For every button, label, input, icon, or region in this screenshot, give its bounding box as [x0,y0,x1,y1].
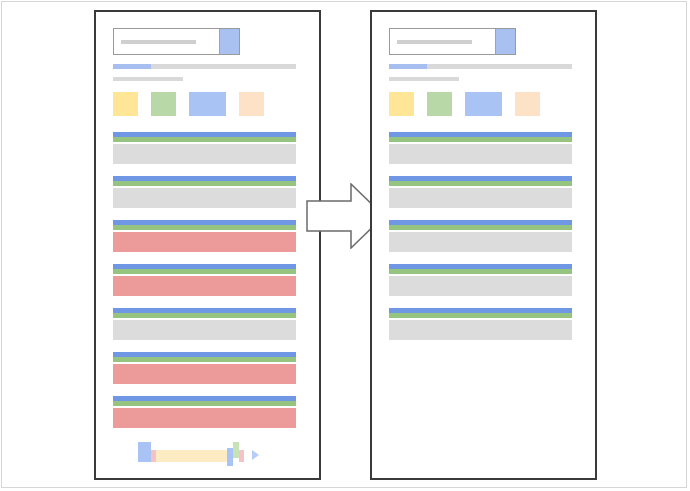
list-item[interactable] [113,396,296,428]
pager-thumb[interactable] [227,448,233,466]
pager-thumb-alt[interactable] [233,442,239,458]
row-body [389,232,572,252]
panel-after [370,10,597,480]
row-body [389,188,572,208]
row-header-stripe-green [113,313,296,318]
pager-track[interactable] [156,450,227,462]
row-header-stripe-green [113,357,296,362]
filter-chip-green[interactable] [427,92,452,116]
row-body [113,364,296,384]
row-header-stripe-blue [113,352,296,357]
row-header-stripe-green [389,181,572,186]
search-input-placeholder-line [397,40,472,44]
pagination-control[interactable] [138,440,268,466]
row-body [113,188,296,208]
filter-chip-peach[interactable] [239,92,264,116]
pager-prev-block[interactable] [138,442,151,462]
row-body [389,276,572,296]
filter-chip-yellow[interactable] [113,92,138,116]
list-item[interactable] [389,220,572,252]
panel-before [94,10,321,480]
row-body [389,320,572,340]
row-header-stripe-blue [389,308,572,313]
filter-chip-yellow[interactable] [389,92,414,116]
list-item[interactable] [113,176,296,208]
list-item[interactable] [113,220,296,252]
row-header-stripe-blue [389,176,572,181]
pager-segment [151,450,156,462]
search-box[interactable] [389,28,516,55]
search-input-placeholder-line [121,40,196,44]
row-header-stripe-green [113,401,296,406]
list-item[interactable] [389,264,572,296]
row-body [113,276,296,296]
filter-chip-green[interactable] [151,92,176,116]
list-item[interactable] [113,132,296,164]
row-header-stripe-green [113,269,296,274]
row-header-stripe-green [113,181,296,186]
filter-chip-blue[interactable] [189,92,226,116]
row-header-stripe-green [389,313,572,318]
list-item[interactable] [113,308,296,340]
progress-fill [389,64,428,69]
list-item[interactable] [113,352,296,384]
filter-chip-blue[interactable] [465,92,502,116]
search-button[interactable] [219,29,239,54]
next-arrow-icon[interactable] [252,450,259,460]
progress-fill [113,64,152,69]
row-header-stripe-blue [113,132,296,137]
pager-segment-end [239,450,244,462]
row-header-stripe-blue [389,220,572,225]
row-header-stripe-blue [389,264,572,269]
row-header-stripe-blue [113,264,296,269]
row-header-stripe-green [113,225,296,230]
row-header-stripe-blue [113,396,296,401]
list-item[interactable] [113,264,296,296]
row-header-stripe-blue [113,220,296,225]
row-body [113,144,296,164]
search-box[interactable] [113,28,240,55]
subtitle-line [389,77,459,81]
search-button[interactable] [495,29,515,54]
row-body [113,232,296,252]
progress-bar [113,64,296,69]
right-arrow-icon [306,183,386,249]
list-item[interactable] [389,132,572,164]
row-body [113,408,296,428]
row-header-stripe-green [389,269,572,274]
row-header-stripe-blue [389,132,572,137]
filter-chip-peach[interactable] [515,92,540,116]
list-item[interactable] [389,176,572,208]
subtitle-line [113,77,183,81]
row-header-stripe-green [113,137,296,142]
row-header-stripe-blue [113,176,296,181]
row-body [113,320,296,340]
row-body [389,144,572,164]
row-header-stripe-green [389,225,572,230]
list-item[interactable] [389,308,572,340]
row-header-stripe-blue [113,308,296,313]
progress-bar [389,64,572,69]
row-header-stripe-green [389,137,572,142]
